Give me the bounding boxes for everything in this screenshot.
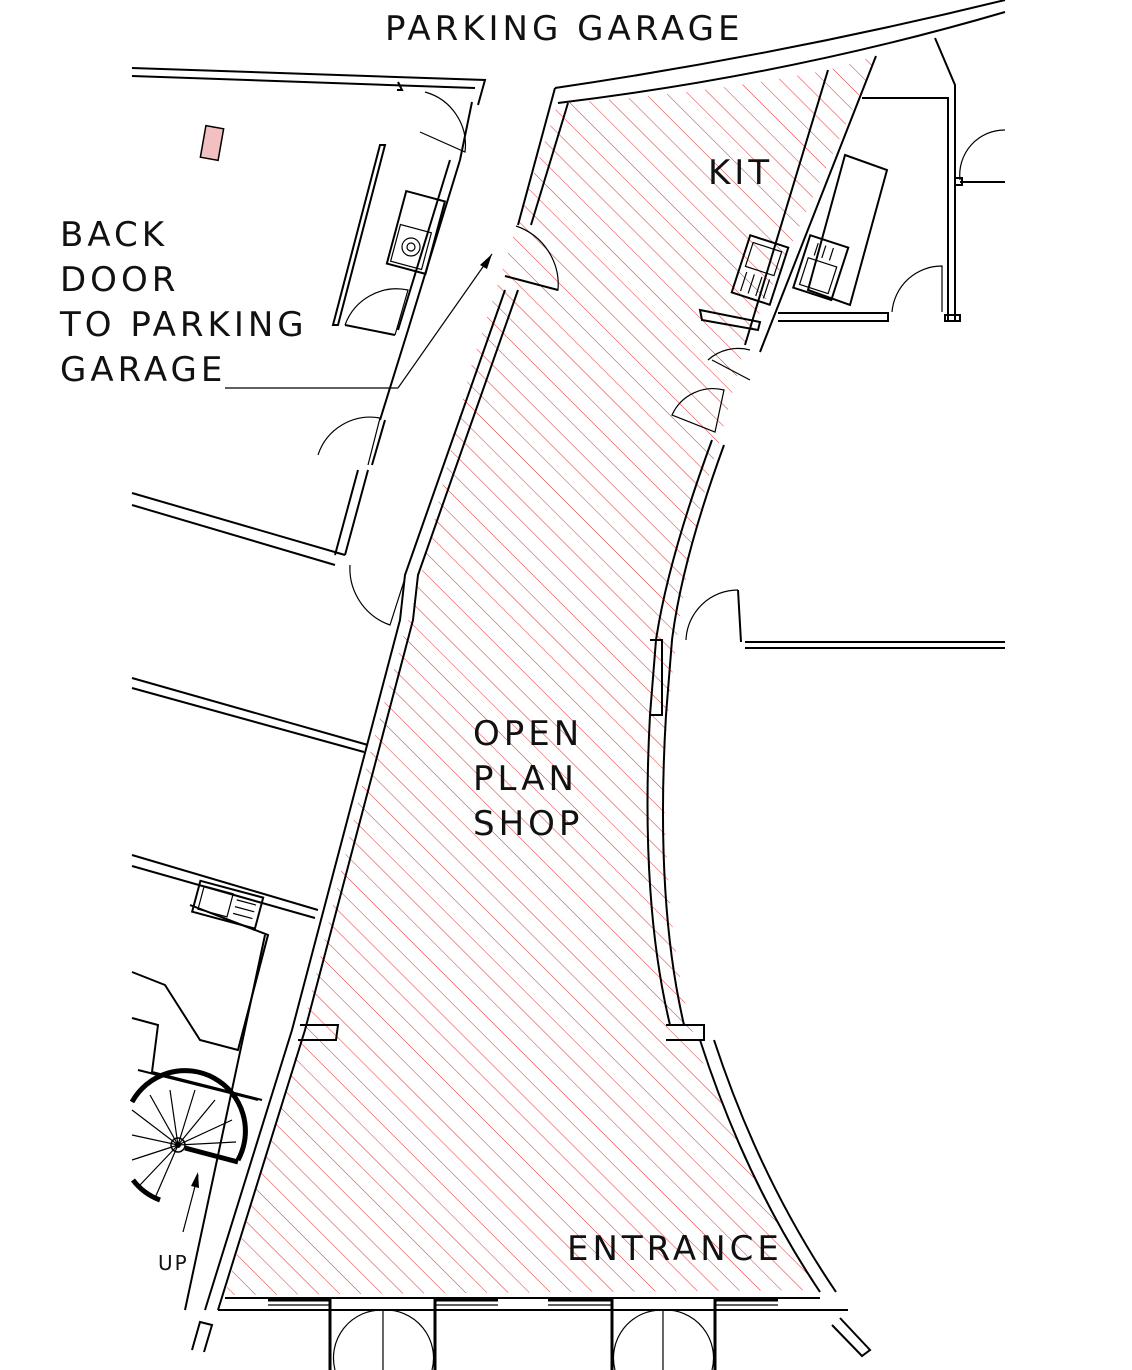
desk — [385, 189, 447, 276]
right-rooms — [685, 589, 1005, 649]
left-upper-rooms — [131, 67, 487, 556]
kitchen-sink-icon — [730, 234, 790, 306]
door-swing — [317, 416, 381, 466]
sink-icon — [791, 234, 850, 302]
kitchen-partition — [698, 55, 877, 353]
door-swing — [419, 91, 467, 153]
parking-garage-label: PARKING GARAGE — [385, 9, 743, 49]
door-swing — [344, 288, 409, 336]
garage-wall-top-inner — [557, 11, 1006, 104]
door-swing — [349, 564, 406, 626]
entrance-label: ENTRANCE — [567, 1229, 783, 1269]
storefront — [191, 1297, 872, 1370]
up-arrow-icon — [182, 1172, 199, 1233]
back-door-label-line-4: GARAGE — [60, 350, 226, 390]
back-door-label-line-3: TO PARKING — [59, 305, 308, 345]
back-door-leader — [225, 253, 493, 389]
shop-area-hatch — [225, 56, 876, 1295]
sink-icon — [190, 879, 265, 930]
shop-left-wall — [204, 87, 569, 1311]
door-swing — [891, 265, 943, 313]
back-door-swing — [504, 225, 559, 291]
kit-label: KIT — [708, 153, 773, 193]
adjacent-kitchen — [778, 37, 1006, 322]
open-plan-label-line-1: OPEN — [473, 714, 583, 754]
left-mid-rooms — [131, 492, 406, 753]
spiral-stair-icon — [129, 1068, 248, 1203]
garage-wall-top — [554, 0, 1006, 89]
open-plan-label-line-3: SHOP — [473, 804, 583, 844]
door-swing — [671, 388, 725, 433]
basin-icon — [389, 223, 433, 271]
door-swing — [685, 589, 739, 641]
shop-right-wall — [646, 439, 837, 1293]
fixture-icon — [199, 124, 225, 162]
back-door-label-line-2: DOOR — [60, 260, 179, 300]
back-door-label-line-1: BACK — [60, 215, 168, 255]
door-swing — [959, 129, 1006, 181]
door-swing — [707, 347, 751, 381]
stair-up-label: UP — [158, 1251, 189, 1275]
open-plan-label-line-2: PLAN — [473, 759, 578, 799]
